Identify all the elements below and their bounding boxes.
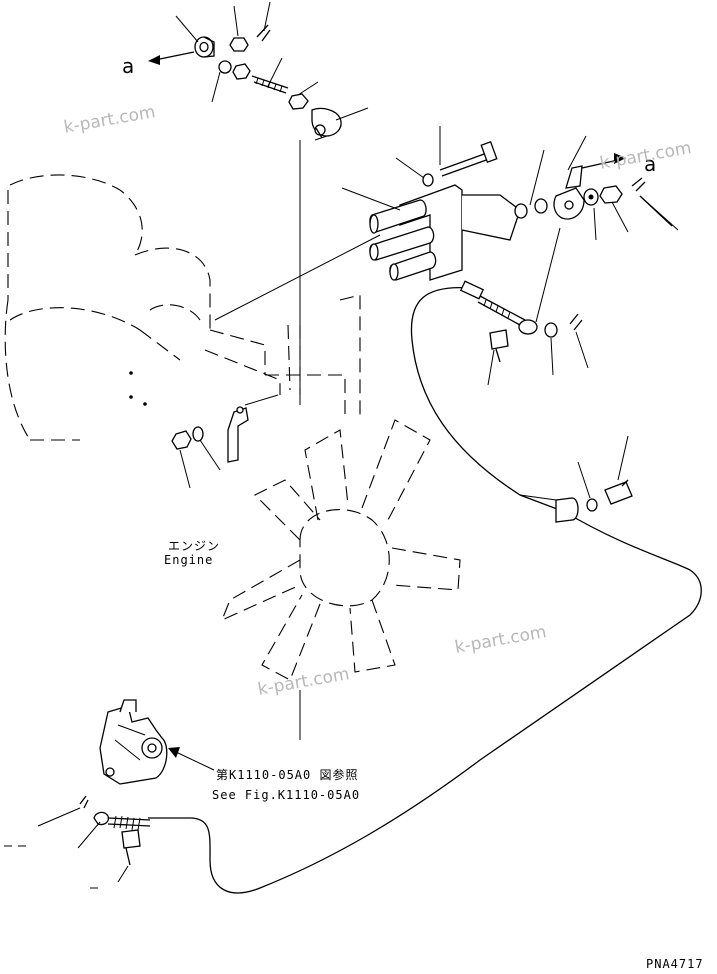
engine-label-jp: エンジン	[168, 539, 221, 553]
lever-parts-right	[514, 153, 673, 227]
top-leaders	[175, 1, 369, 121]
left-lever-parts	[171, 406, 249, 489]
cable-end-right	[459, 227, 589, 386]
middle-leaders	[341, 126, 679, 241]
reference-label-jp: 第K1110-05A0 図参照	[216, 768, 359, 782]
engine-outline	[4, 174, 361, 441]
assembly-lines	[214, 134, 381, 740]
engine-label-en: Engine	[164, 553, 214, 567]
engine-holes	[129, 371, 147, 406]
cable-clamp	[519, 435, 633, 523]
control-cable	[148, 286, 702, 894]
drawing-number: PNA4717	[646, 957, 704, 971]
governor-assembly	[4, 699, 215, 889]
reference-label-en: See Fig.K1110-05A0	[212, 788, 361, 802]
fan-outline	[220, 419, 461, 681]
top-linkage-parts	[148, 24, 342, 139]
view-a-right-label: a	[644, 152, 657, 176]
throttle-bracket	[369, 140, 521, 281]
view-a-left-label: a	[122, 54, 135, 78]
